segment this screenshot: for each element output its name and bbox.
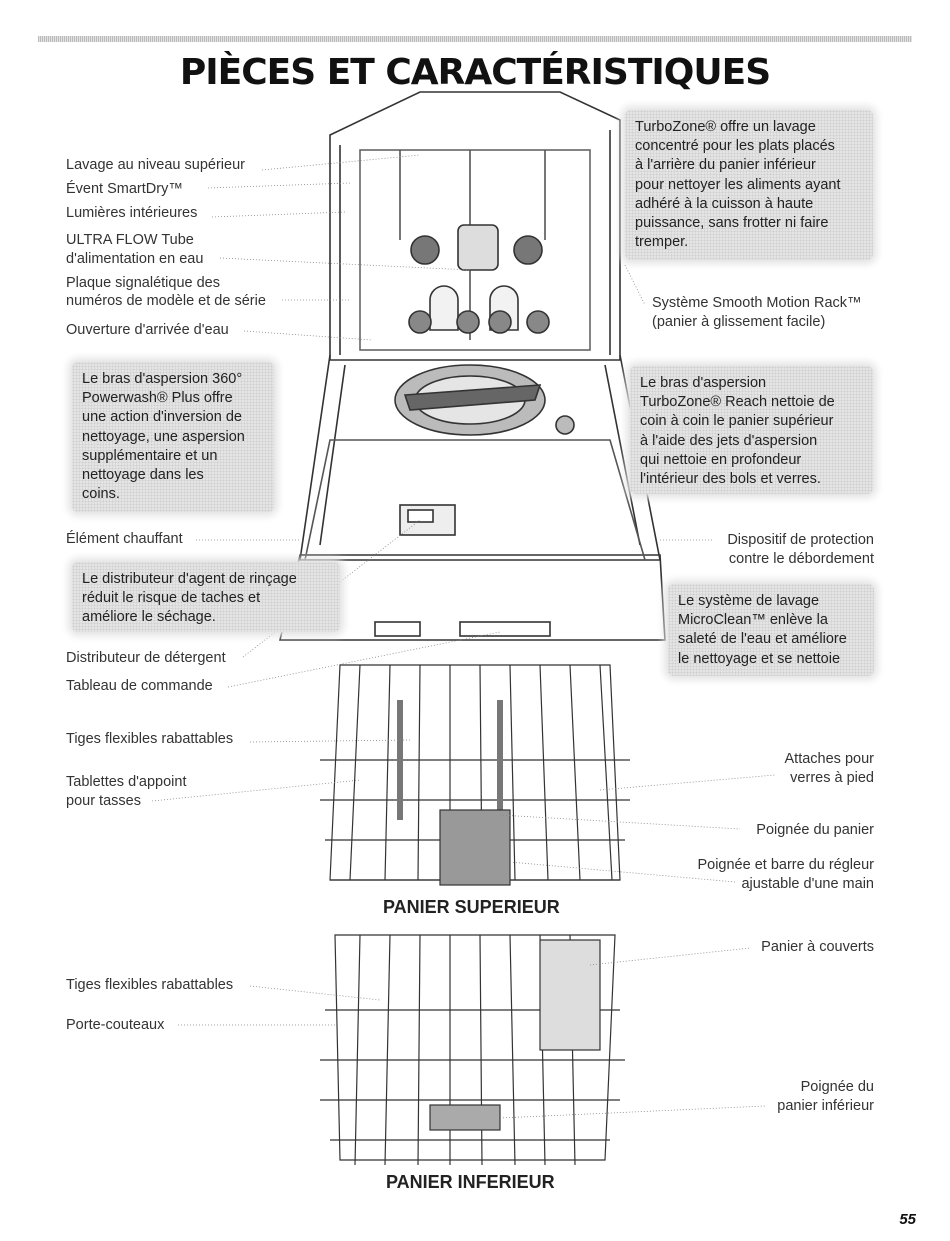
label-plaque-1: Plaque signalétique des: [66, 275, 220, 291]
label-smooth-1: Système Smooth Motion Rack™: [652, 295, 862, 311]
heading-upper-rack: PANIER SUPERIEUR: [383, 897, 560, 917]
label-ouverture: Ouverture d'arrivée d'eau: [66, 322, 229, 338]
callout-rincage: Le distributeur d'agent de rinçage rédui…: [72, 562, 340, 632]
callout-turbozone-reach: Le bras d'aspersion TurboZone® Reach net…: [630, 366, 873, 494]
label-element: Élément chauffant: [66, 531, 183, 547]
page-number: 55: [899, 1211, 916, 1228]
label-porte-couteaux: Porte-couteaux: [66, 1017, 165, 1033]
label-poignee-barre-1: Poignée et barre du régleur: [697, 857, 874, 873]
label-attaches-2: verres à pied: [790, 770, 874, 786]
header-rule: [38, 36, 912, 42]
label-tiges-upper: Tiges flexibles rabattables: [66, 731, 234, 747]
label-poignee-panier: Poignée du panier: [756, 822, 874, 838]
label-panier-couverts: Panier à couverts: [761, 939, 874, 955]
callout-microclean: Le système de lavage MicroClean™ enlève …: [668, 584, 874, 676]
label-tiges-lower: Tiges flexibles rabattables: [66, 977, 234, 993]
label-lumieres: Lumières intérieures: [66, 205, 198, 221]
label-detergent: Distributeur de détergent: [66, 650, 226, 666]
callout-turbozone: TurboZone® offre un lavage concentré pou…: [625, 110, 873, 260]
heading-lower-rack: PANIER INFERIEUR: [386, 1172, 555, 1192]
label-smooth-2: (panier à glissement facile): [652, 314, 826, 330]
label-tablettes-1: Tablettes d'appoint: [66, 774, 187, 790]
label-dispositif-2: contre le débordement: [728, 551, 874, 567]
label-attaches-1: Attaches pour: [784, 751, 874, 767]
label-ultra-flow-2: d'alimentation en eau: [66, 251, 204, 267]
label-lavage-niveau: Lavage au niveau supérieur: [66, 157, 245, 173]
label-plaque-2: numéros de modèle et de série: [66, 293, 266, 309]
label-poignee-barre-2: ajustable d'une main: [741, 876, 874, 892]
page-title: PIÈCES ET CARACTÉRISTIQUES: [179, 52, 771, 93]
label-dispositif-1: Dispositif de protection: [727, 532, 874, 548]
label-event: Évent SmartDry™: [66, 181, 183, 197]
callout-bras-360: Le bras d'aspersion 360° Powerwash® Plus…: [72, 362, 274, 512]
label-tableau: Tableau de commande: [66, 678, 213, 694]
label-poignee-inf-1: Poignée du: [800, 1079, 874, 1095]
label-tablettes-2: pour tasses: [66, 793, 141, 809]
label-ultra-flow-1: ULTRA FLOW Tube: [66, 232, 194, 248]
label-poignee-inf-2: panier inférieur: [777, 1098, 874, 1114]
